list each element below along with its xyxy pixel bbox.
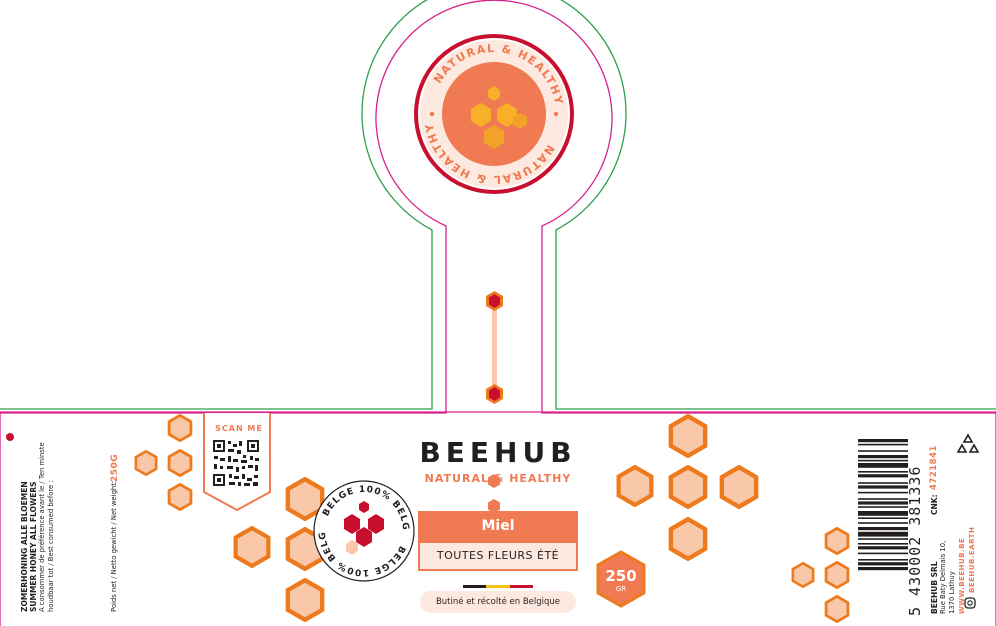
barcode-bar	[858, 459, 908, 462]
barcode-bar	[858, 559, 908, 561]
barcode-bar	[858, 517, 908, 519]
barcode-bar	[858, 562, 908, 566]
cnk-label: CNK:	[930, 494, 939, 515]
barcode	[850, 433, 943, 615]
weight-unit: GR	[615, 585, 627, 593]
weight-badge	[596, 550, 646, 608]
barcode-bar	[858, 567, 908, 571]
barcode-bar	[858, 439, 908, 443]
dieline-outer	[0, 0, 996, 410]
website: WWW.BEEHUB.BE	[958, 537, 966, 614]
barcode-bar	[858, 471, 908, 473]
barcode-number: 5 430002 381336	[906, 465, 924, 616]
brand-name: BEEHUB	[419, 436, 577, 469]
net-weight-value: 250G	[110, 453, 120, 482]
barcode-bar	[858, 546, 908, 550]
company-name: BEEHUB SRL	[930, 561, 939, 614]
barcode-bar	[858, 552, 908, 555]
belgian-flag	[463, 585, 533, 588]
net-weight-label: Poids net / Netto gewicht / Net weight:	[110, 480, 118, 612]
barcode-bar	[858, 511, 908, 516]
flower-icon	[6, 433, 14, 441]
barcode-bar	[858, 501, 908, 505]
cnk-value: 4721841	[929, 445, 939, 490]
barcode-bar	[858, 485, 908, 489]
variety-nl: ZOMERHONING ALLE BLOEMEN	[20, 481, 29, 612]
barcode-bar	[858, 474, 908, 478]
barcode-bar	[858, 482, 908, 484]
hang-bar	[486, 291, 503, 404]
brand-tagline: NATURAL & HEALTHY	[424, 472, 572, 485]
barcode-bar	[858, 491, 908, 494]
origin-note: Butiné et récolté en Belgique	[420, 591, 576, 613]
address-line-2: 1370 Lathuy	[948, 571, 956, 614]
address-line-1: Rue Baty Delmais 10,	[939, 540, 947, 614]
product-variant: TOUTES FLEURS ÉTÉ	[418, 541, 578, 571]
barcode-bar	[858, 538, 908, 540]
qr-code-icon	[212, 439, 260, 487]
bee-icon	[344, 501, 384, 555]
instagram-handle: BEEHUB.EARTH	[968, 526, 976, 593]
best-before-line-2: houdbaar tot / Best consumed before :	[47, 480, 55, 612]
recycle-icon	[956, 433, 980, 453]
barcode-bar	[858, 450, 908, 452]
barcode-bar	[858, 443, 908, 446]
best-before-line-1: A consommer de préférence avant le / Ten…	[38, 442, 46, 612]
barcode-bar	[858, 498, 908, 500]
barcode-bar	[858, 522, 908, 524]
scan-me-label: SCAN ME	[215, 424, 263, 433]
instagram-icon	[964, 597, 976, 609]
natural-healthy-seal	[414, 34, 574, 194]
bee-icon	[471, 86, 527, 149]
belgian-badge	[313, 480, 415, 582]
barcode-bar	[858, 543, 908, 545]
barcode-bar	[858, 463, 908, 468]
brand-hex-icon	[488, 474, 500, 488]
barcode-bar	[858, 455, 908, 459]
barcode-bar	[858, 506, 908, 508]
barcode-bar	[858, 531, 908, 537]
barcode-bar	[858, 527, 908, 531]
product-title: Miel	[418, 511, 578, 541]
variety-en: SUMMER HONEY ALL FLOWERS	[29, 481, 38, 612]
weight-value: 250	[605, 567, 637, 585]
